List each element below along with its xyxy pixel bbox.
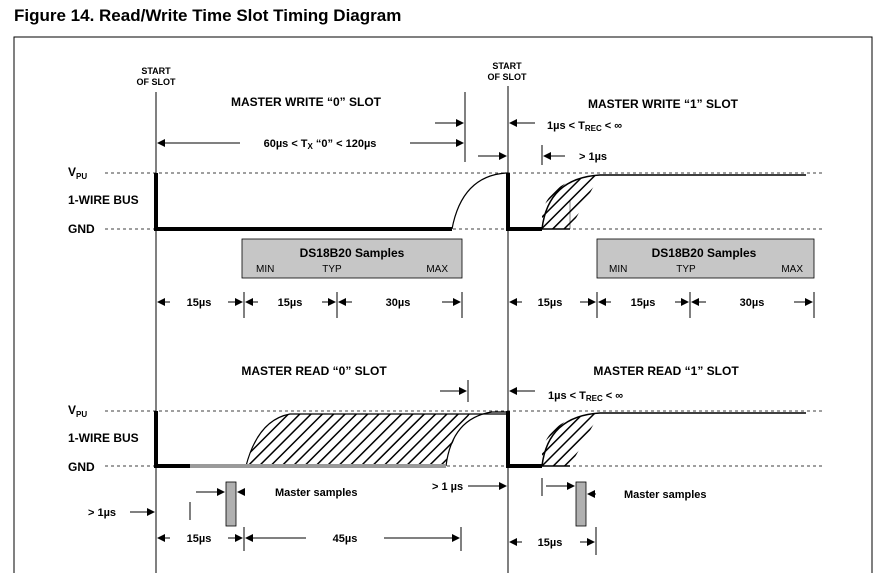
read0-recovery-curve (445, 411, 508, 467)
start-slot-label-left-1: START (141, 66, 171, 76)
read1-release-curve (541, 412, 806, 467)
read1-timing-row: 15µs (509, 527, 597, 555)
write1-samples-box: DS18B20 Samples MIN TYP MAX (596, 238, 815, 279)
write1-samples-min: MIN (609, 264, 627, 275)
read0-hatch-area (246, 414, 470, 466)
start-slot-label-left-2: OF SLOT (137, 77, 176, 87)
read-trec-label: 1µs < TREC < ∞ (548, 390, 623, 403)
write0-t15-a: 15µs (187, 297, 212, 309)
write-trec-label: 1µs < TREC < ∞ (547, 120, 622, 133)
start-slot-label-right-1: START (492, 61, 522, 71)
write1-waveform-low (506, 173, 542, 231)
figure-frame (13, 36, 873, 573)
write1-samples-title: DS18B20 Samples (652, 246, 757, 260)
read0-master-sample-window (225, 481, 237, 527)
write0-waveform-rise (451, 172, 507, 230)
write1-waveform-rise (541, 174, 806, 230)
write1-t15-b: 15µs (631, 297, 656, 309)
write-gnd-label: GND (68, 222, 95, 236)
read0-t45: 45µs (333, 533, 358, 545)
write1-slot-title: MASTER WRITE “1” SLOT (588, 97, 739, 111)
read0-timing-row: 15µs 45µs (157, 527, 462, 551)
write0-waveform-low (154, 173, 452, 231)
write0-samples-box: DS18B20 Samples MIN TYP MAX (241, 238, 463, 279)
write1-samples-max: MAX (781, 264, 803, 275)
read0-master-samples-label: Master samples (275, 487, 358, 499)
read0-master-low (154, 411, 190, 468)
write0-slot-title: MASTER WRITE “0” SLOT (231, 95, 382, 109)
write-vpu-label: VPU (68, 165, 87, 181)
write1-timing-row: 15µs 15µs 30µs (509, 292, 815, 318)
read1-master-low (506, 411, 542, 468)
read1-master-sample-window (575, 481, 587, 527)
read0-slot-title: MASTER READ “0” SLOT (241, 364, 387, 378)
write0-samples-typ: TYP (322, 264, 342, 275)
read-gnd-label: GND (68, 460, 95, 474)
write0-samples-min: MIN (256, 264, 274, 275)
write1-hatch-area (542, 175, 600, 229)
read0-release-curve (245, 413, 506, 467)
read0-t15: 15µs (187, 533, 212, 545)
read1-master-samples-label: Master samples (624, 489, 707, 501)
read1-t15: 15µs (538, 537, 563, 549)
read-gt1us-left: > 1µs (88, 507, 116, 519)
write0-t30: 30µs (386, 297, 411, 309)
write0-samples-max: MAX (426, 264, 448, 275)
write1-t15-a: 15µs (538, 297, 563, 309)
write1-t30: 30µs (740, 297, 765, 309)
write1-samples-typ: TYP (676, 264, 696, 275)
write-tx-label: 60µs < TX “0” < 120µs (264, 138, 377, 151)
read-gt1us-right: > 1 µs (432, 481, 463, 493)
read-vpu-label: VPU (68, 403, 87, 419)
read-bus-label: 1-WIRE BUS (68, 431, 139, 445)
read1-slot-title: MASTER READ “1” SLOT (593, 364, 739, 378)
read1-hatch-area (542, 413, 600, 466)
write0-timing-row: 15µs 15µs 30µs (157, 292, 463, 318)
start-slot-label-right-2: OF SLOT (488, 72, 527, 82)
write0-t15-b: 15µs (278, 297, 303, 309)
write0-samples-title: DS18B20 Samples (300, 246, 405, 260)
write1-gt1us-label: > 1µs (579, 151, 607, 163)
write-bus-label: 1-WIRE BUS (68, 193, 139, 207)
figure-title: Figure 14. Read/Write Time Slot Timing D… (14, 6, 402, 25)
